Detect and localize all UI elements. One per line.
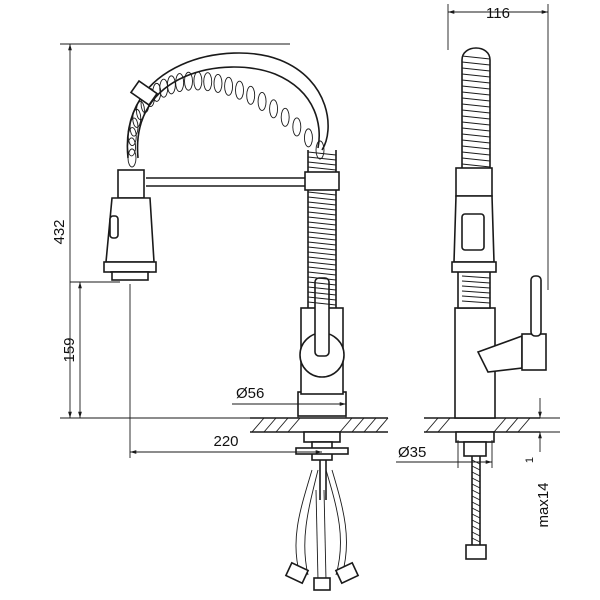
holder-arm xyxy=(146,177,305,187)
side-width-label: 116 xyxy=(486,5,510,22)
spring-column xyxy=(304,150,340,308)
hole-diameter-label: Ø35 xyxy=(398,444,426,461)
countertop-front xyxy=(250,417,389,433)
reach-label: 220 xyxy=(213,433,238,450)
side-view: 116 Ø35 max14 1 xyxy=(396,4,560,560)
total-height-label: 432 xyxy=(51,219,68,244)
front-view: 432 159 220 Ø56 xyxy=(51,43,389,591)
spray-button xyxy=(109,215,119,239)
max-thickness-label: max14 xyxy=(535,482,552,527)
spray-head xyxy=(103,169,157,281)
thickness-min-label: 1 xyxy=(524,457,536,463)
spray-nozzle xyxy=(111,271,149,281)
spray-head-ring xyxy=(103,261,157,273)
side-spring xyxy=(451,47,497,304)
spray-head-top xyxy=(117,169,145,199)
dim-total-height: 432 xyxy=(51,43,290,419)
spring-collar xyxy=(304,171,340,191)
dim-counter-thickness: max14 1 xyxy=(524,398,560,528)
dim-spout-height: 159 xyxy=(61,281,120,418)
dim-hole-diameter: Ø35 xyxy=(396,440,493,468)
side-handle-block xyxy=(521,333,547,371)
lever-handle xyxy=(314,277,330,357)
side-spray-top xyxy=(455,167,493,197)
side-faucet-body xyxy=(454,269,547,419)
base-diameter-label: Ø56 xyxy=(236,385,264,402)
under-counter-side xyxy=(455,431,495,560)
hose-clip xyxy=(129,79,159,107)
spring-arc xyxy=(126,52,329,168)
countertop-side xyxy=(424,417,540,433)
side-spray-ring xyxy=(451,261,497,273)
side-lever xyxy=(530,275,542,337)
under-counter-front xyxy=(284,431,360,591)
spout-height-label: 159 xyxy=(61,337,78,362)
dim-side-width: 116 xyxy=(447,4,549,290)
dim-reach: 220 xyxy=(129,284,322,458)
side-spray-button xyxy=(461,213,485,251)
dim-base-diameter: Ø56 xyxy=(232,385,347,418)
